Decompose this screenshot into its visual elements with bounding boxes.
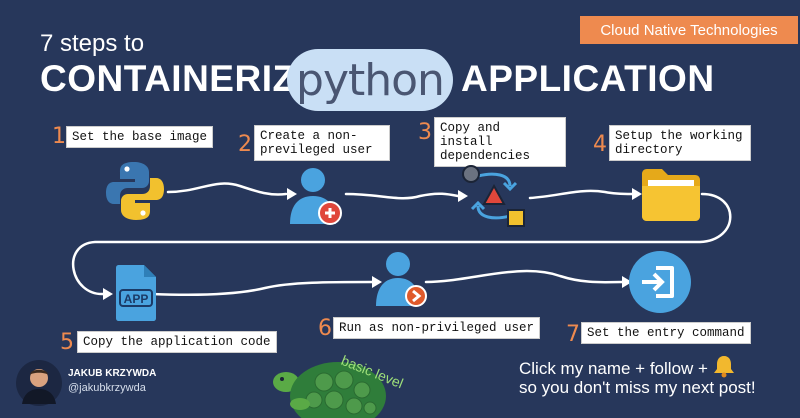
bell-icon [714,356,734,378]
cta-line-1-text: Click my name + follow + [519,359,708,378]
step-6-number: 6 [318,316,332,341]
step-1-label: Set the base image [66,126,214,148]
entry-icon [629,251,691,313]
step-1-number: 1 [52,124,66,149]
cta-line-1: Click my name + follow + [519,358,708,379]
step-5-label: Copy the application code [77,331,277,353]
app-file-icon: APP [116,265,156,321]
step-2-number: 2 [238,132,252,157]
author-handle: @jakubkrzywda [68,382,146,394]
python-wordmark-text: python [296,54,445,106]
title-intro: 7 steps to [40,30,145,57]
title-containerize: CONTAINERIZE [40,58,321,99]
arrowhead-6 [372,276,382,288]
add-user-icon [290,168,342,225]
turtle-illustration [273,362,386,418]
step-4-label-line-2: directory [615,143,683,157]
run-user-icon [376,252,427,307]
arrowhead-5 [103,288,113,300]
title-application: APPLICATION [461,58,715,99]
python-wordmark: python [287,49,453,111]
step-1-label-line: Set the base image [72,130,208,144]
folder-icon [642,169,700,221]
cta-line-2: so you don't miss my next post! [519,378,756,397]
step-2-label-line-1: Create a non- [260,129,358,143]
step-3-label-line-1: Copy and install [440,121,501,149]
author-name[interactable]: JAKUB KRZYWDA [68,368,157,379]
dependencies-icon [462,165,525,227]
step-3-label-line-2: dependencies [440,149,531,163]
step-2-label: Create a non-previleged user [254,125,390,161]
arrow-1-2 [166,182,288,196]
step-4-number: 4 [593,132,607,157]
arrow-5-6 [150,280,374,296]
step-7-number: 7 [566,322,580,347]
arrowhead-2 [287,188,297,200]
step-4-label-line-1: Setup the working [615,129,743,143]
svg-text:APP: APP [124,292,149,306]
step-5-label-line: Copy the application code [83,335,271,349]
arrowhead-7 [622,276,632,288]
arrow-4-5 [71,192,732,296]
step-2-label-line-2: previleged user [260,143,373,157]
arrow-6-7 [424,269,624,284]
arrowhead-3 [458,190,468,202]
avatar[interactable] [16,360,62,406]
step-7-label: Set the entry command [581,322,751,344]
arrow-3-4 [528,189,634,200]
step-6-label: Run as non-privileged user [333,317,541,339]
step-7-label-line: Set the entry command [587,326,745,340]
step-6-label-line: Run as non-privileged user [339,321,535,335]
step-5-number: 5 [60,330,74,355]
arrowhead-4 [632,188,642,200]
arrow-2-3 [344,192,460,200]
step-3-number: 3 [418,120,432,145]
python-logo-icon [106,162,164,220]
brand-badge: Cloud Native Technologies [580,16,798,44]
